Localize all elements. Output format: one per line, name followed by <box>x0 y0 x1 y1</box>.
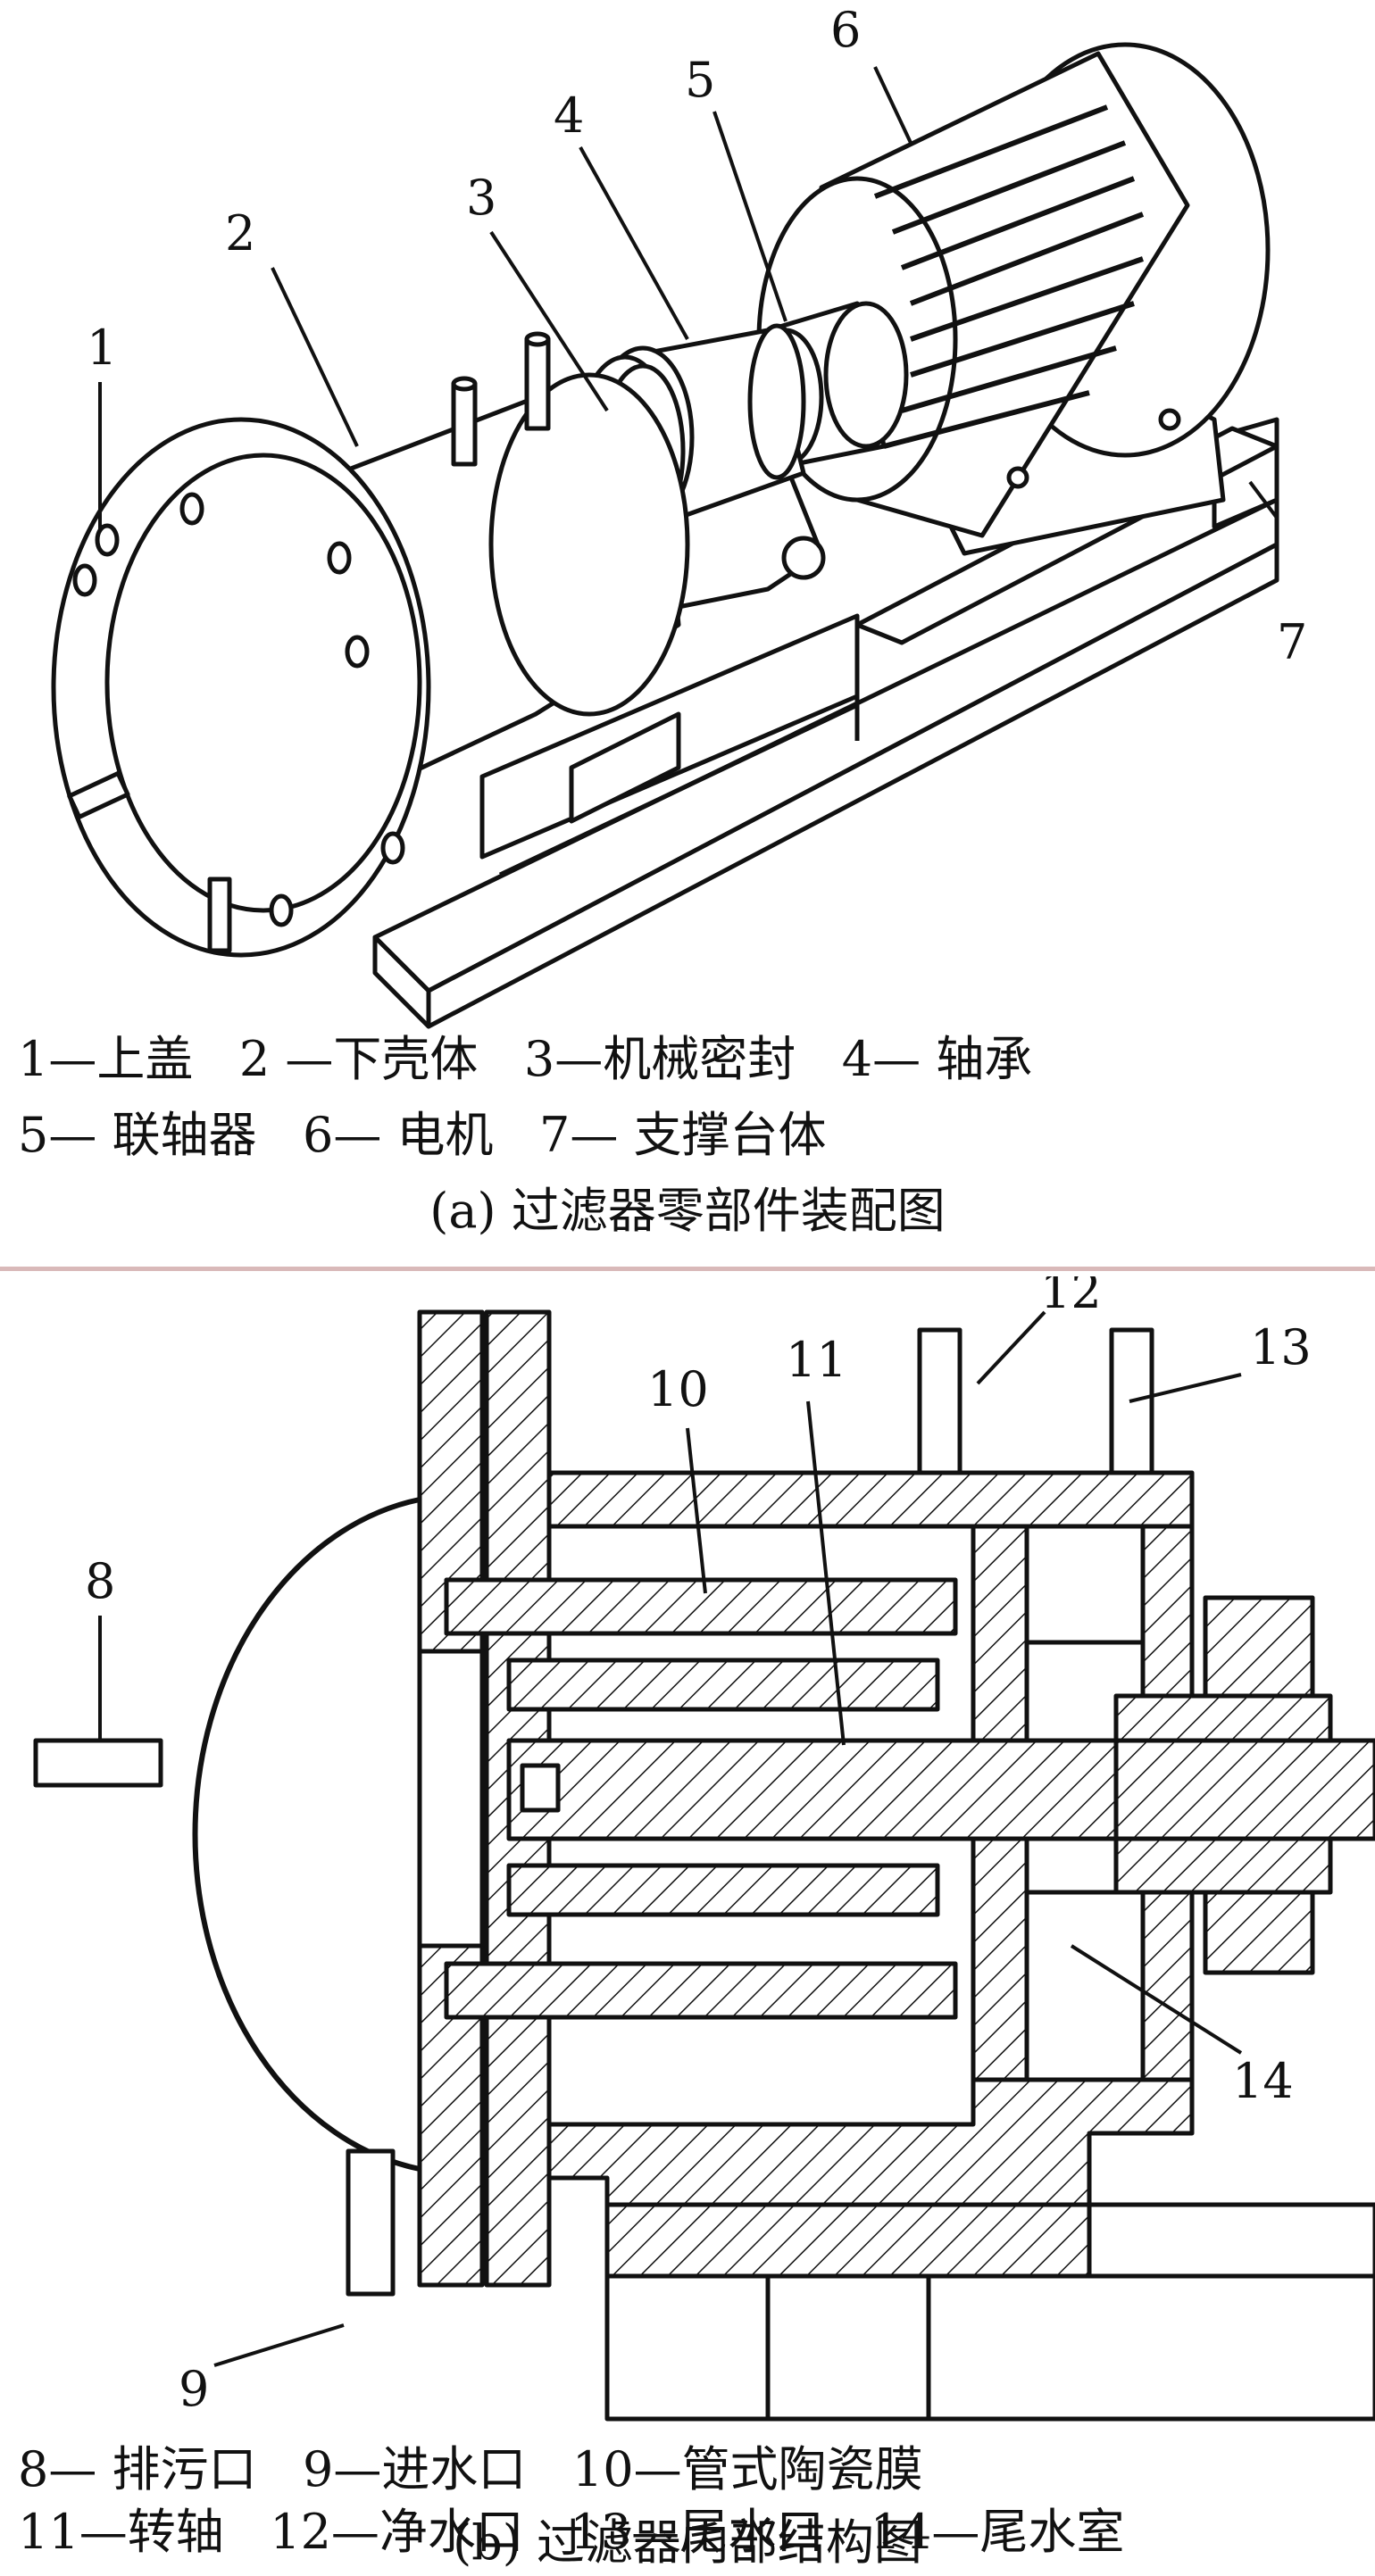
assembly-drawing: 1 2 3 4 5 6 7 <box>51 2 1307 1029</box>
label-10: 10 <box>647 1361 709 1417</box>
base-plate <box>604 2202 1092 2279</box>
legend-a-line-1: 1—上盖 2 —下壳体 3—机械密封 4— 轴承 <box>18 1031 1033 1087</box>
label-2: 2 <box>225 205 255 262</box>
label-12: 12 <box>1040 1276 1102 1319</box>
caption-b: (b) 过滤器内部结构图 <box>453 2514 922 2571</box>
water-inlet <box>346 2148 396 2297</box>
caption-a: (a) 过滤器零部件装配图 <box>429 1183 946 1239</box>
label-11: 11 <box>786 1332 847 1388</box>
label-6: 6 <box>830 2 861 58</box>
support-block-3 <box>926 2273 1375 2422</box>
label-9: 9 <box>179 2361 209 2417</box>
clean-water-outlet <box>917 1327 962 1475</box>
internal-structure-panel: 8 9 10 11 12 13 14 8— 排污口 9—进水口 10—管式陶瓷膜… <box>0 1276 1375 2576</box>
motor <box>756 42 1271 556</box>
label-13: 13 <box>1250 1319 1312 1375</box>
dome-cap <box>192 1497 421 2172</box>
support-block-2 <box>765 2273 931 2422</box>
support-block-1 <box>604 2273 771 2422</box>
tail-water-chamber <box>1024 1890 1146 2082</box>
ceramic-membrane-upper <box>444 1577 958 1636</box>
label-14: 14 <box>1232 2053 1294 2109</box>
panel-divider <box>0 1267 1375 1271</box>
assembly-panel: 1 2 3 4 5 6 7 1—上盖 2 —下壳体 3—机械密封 4— 轴承 5… <box>0 0 1375 1263</box>
drain-outlet <box>33 1738 163 1788</box>
label-5: 5 <box>685 52 715 108</box>
support-base <box>372 417 1279 1029</box>
legend-b-line-1: 8— 排污口 9—进水口 10—管式陶瓷膜 <box>18 2441 923 2497</box>
legend-a-line-2: 5— 联轴器 6— 电机 7— 支撑台体 <box>18 1107 827 1163</box>
legend-b-line-2: 11—转轴 12—净水口 13—尾水口 14—尾水室 <box>18 2504 1125 2560</box>
inner-membrane-lower <box>506 1863 940 1917</box>
leader-lines <box>98 66 1279 531</box>
ceramic-membrane-lower <box>444 1961 958 2020</box>
inner-membrane-upper <box>506 1658 940 1712</box>
housing-bottom-wall <box>546 2077 1195 2207</box>
label-8: 8 <box>85 1553 115 1609</box>
section-drawing: 8 9 10 11 12 13 14 <box>33 1276 1375 2422</box>
housing-top-wall <box>546 1470 1195 1529</box>
top-cover <box>51 417 431 958</box>
leader-lines-b <box>98 1310 1243 2367</box>
label-3: 3 <box>466 170 496 226</box>
label-7: 7 <box>1277 614 1307 670</box>
label-1: 1 <box>87 320 117 376</box>
label-4: 4 <box>554 87 584 144</box>
